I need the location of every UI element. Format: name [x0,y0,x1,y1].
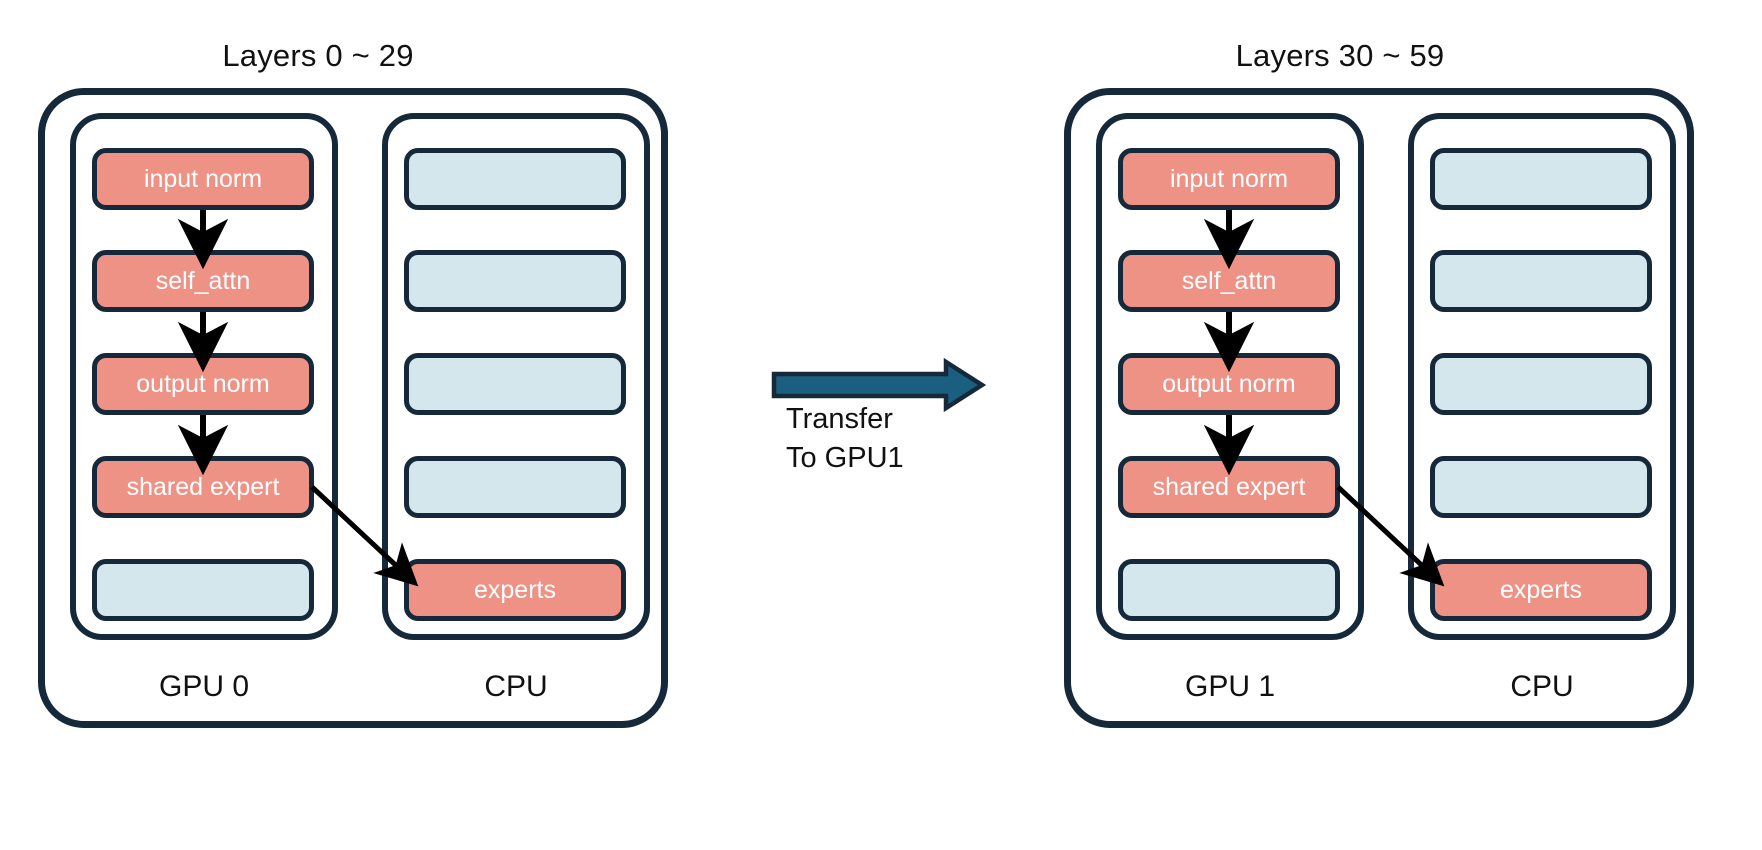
transfer-label: Transfer To GPU1 [786,400,904,477]
gpu1-cell-input-norm[interactable]: input norm [1118,148,1340,210]
cpu-left-label: CPU [484,670,548,703]
gpu0-cell-empty-5[interactable] [92,559,314,621]
transfer-label-line2: To GPU1 [786,441,904,474]
cpu-left-cell-empty-4[interactable] [404,456,626,518]
cpu-right-cell-experts[interactable]: experts [1430,559,1652,621]
cpu-right-cell-empty-3[interactable] [1430,353,1652,415]
gpu0-cell-self-attn[interactable]: self_attn [92,250,314,312]
cpu-right-cell-empty-1[interactable] [1430,148,1652,210]
gpu0-cell-input-norm[interactable]: input norm [92,148,314,210]
transfer-label-line1: Transfer [786,403,893,435]
gpu1-cell-empty-5[interactable] [1118,559,1340,621]
gpu0-cell-output-norm[interactable]: output norm [92,353,314,415]
gpu1-cell-shared-expert[interactable]: shared expert [1118,456,1340,518]
cpu-left-cell-empty-2[interactable] [404,250,626,312]
gpu0-cell-shared-expert[interactable]: shared expert [92,456,314,518]
cpu-right-cell-empty-2[interactable] [1430,250,1652,312]
gpu0-label: GPU 0 [158,670,250,703]
panel-right-title: Layers 30 ~ 59 [1235,38,1445,73]
cpu-left-cell-empty-3[interactable] [404,353,626,415]
cpu-right-label: CPU [1510,670,1574,703]
gpu1-cell-self-attn[interactable]: self_attn [1118,250,1340,312]
cpu-left-cell-experts[interactable]: experts [404,559,626,621]
gpu1-label: GPU 1 [1184,670,1276,703]
cpu-left-cell-empty-1[interactable] [404,148,626,210]
gpu1-cell-output-norm[interactable]: output norm [1118,353,1340,415]
panel-left-title: Layers 0 ~ 29 [222,38,414,73]
cpu-right-cell-empty-4[interactable] [1430,456,1652,518]
